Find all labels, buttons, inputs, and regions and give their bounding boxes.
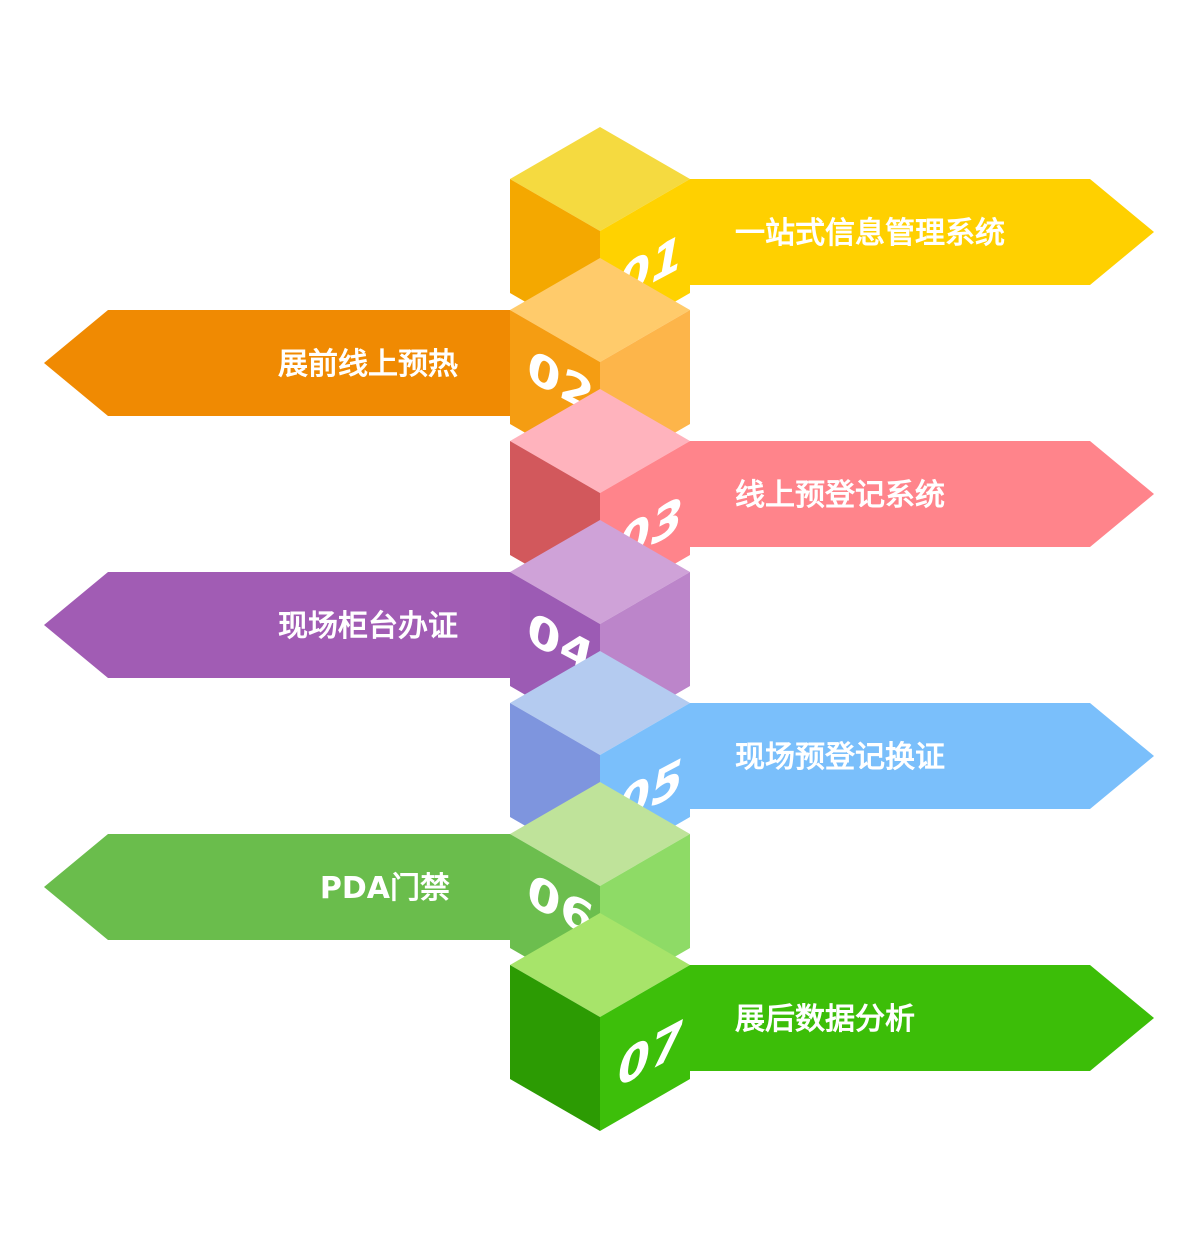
arrow-banner (44, 310, 510, 416)
arrow-banner (690, 179, 1154, 285)
arrow-joint (690, 441, 692, 547)
arrow-joint (690, 965, 692, 1071)
arrow-banner (690, 441, 1154, 547)
arrow-joint (690, 179, 692, 285)
step-label: 展前线上预热 (278, 347, 458, 382)
arrow-banner (44, 572, 510, 678)
step-label: 一站式信息管理系统 (735, 216, 1005, 251)
arrow-joint (690, 703, 692, 809)
step-label: 现场预登记换证 (735, 740, 945, 775)
cube-left-face (510, 965, 600, 1131)
step-label: 线上预登记系统 (735, 478, 945, 513)
step-label: 展后数据分析 (735, 1002, 915, 1037)
arrow-banner (690, 703, 1154, 809)
arrow-banner (690, 965, 1154, 1071)
step-label: 现场柜台办证 (278, 609, 458, 644)
cube-right-face (600, 965, 690, 1131)
step-label: PDA门禁 (320, 871, 450, 906)
arrow-banner (44, 834, 510, 940)
